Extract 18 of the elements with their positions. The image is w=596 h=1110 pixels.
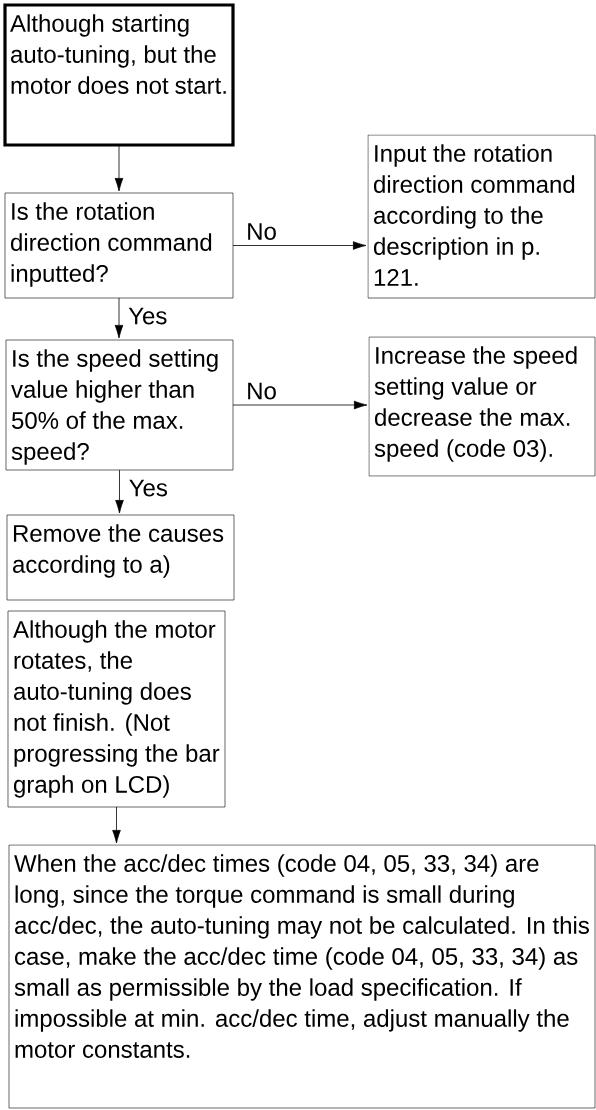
process-box: Remove the causes according to a) [6,514,235,601]
arrow [232,241,367,250]
process-box: Is the speed setting value higher than 50% of the max. speed? [5,339,234,471]
edge-label: Yes [127,478,169,498]
edge-label: No [245,222,278,241]
edge-label: No [245,381,278,401]
process-box: Input the rotation direction command according to the description in p. 121. [367,134,596,299]
arrow [232,400,368,410]
arrow [114,297,124,339]
arrow [115,469,124,514]
arrow [114,144,124,192]
process-box: Although starting auto-tuning, but the motor does not start. [3,3,235,147]
process-box: Is the rotation direction command inputted? [4,192,234,299]
edge-label: Yes [127,306,169,326]
process-box: Although the motor rotates, the auto-tuning does not finish. (Not progressing the bar graph on LCD) [7,610,226,808]
process-box: Increase the speed setting value or decrease the max. speed (code 03). [368,336,596,477]
arrow [112,806,121,844]
process-box: When the acc/dec times (code 04, 05, 33, 34) are long, since the torque command is small during acc/dec, the auto-tuning may not be calculated. In this case, make the acc/dec time (code 04, 05, 33, 34) as small as permissible by the load specification. If impossible at min. acc/dec time, adjust manually the motor constants. [8,844,596,1109]
